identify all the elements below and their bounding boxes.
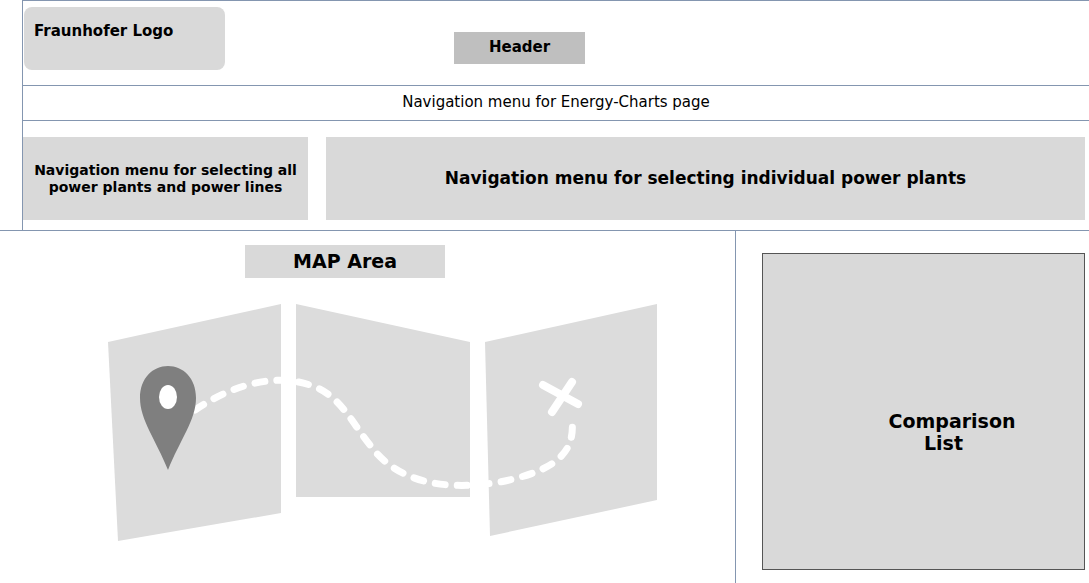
node-text: Fraunhofer Logo <box>34 23 173 40</box>
node-text: Navigation menu for selecting individual… <box>445 169 966 189</box>
map-illustration <box>108 304 657 541</box>
node-text: Navigation menu for selecting all power … <box>29 162 302 194</box>
map-label: MAP Area <box>245 245 445 278</box>
node-text: Comparison List <box>889 411 999 455</box>
table-lines <box>762 253 1085 570</box>
nav-menu-box: Navigation menu for selecting individual… <box>326 137 1085 220</box>
logo-box: Fraunhofer Logo <box>24 7 225 70</box>
node-text: Header <box>489 39 550 56</box>
header-box: Header <box>454 32 585 64</box>
comparison-list: Comparison List <box>762 253 1085 570</box>
nav-band: Navigation menu for Energy-Charts page <box>23 86 1089 120</box>
node-text: Navigation menu for Energy-Charts page <box>402 94 710 111</box>
nav-menu-box: Navigation menu for selecting all power … <box>23 137 308 220</box>
node-text: MAP Area <box>293 251 397 273</box>
